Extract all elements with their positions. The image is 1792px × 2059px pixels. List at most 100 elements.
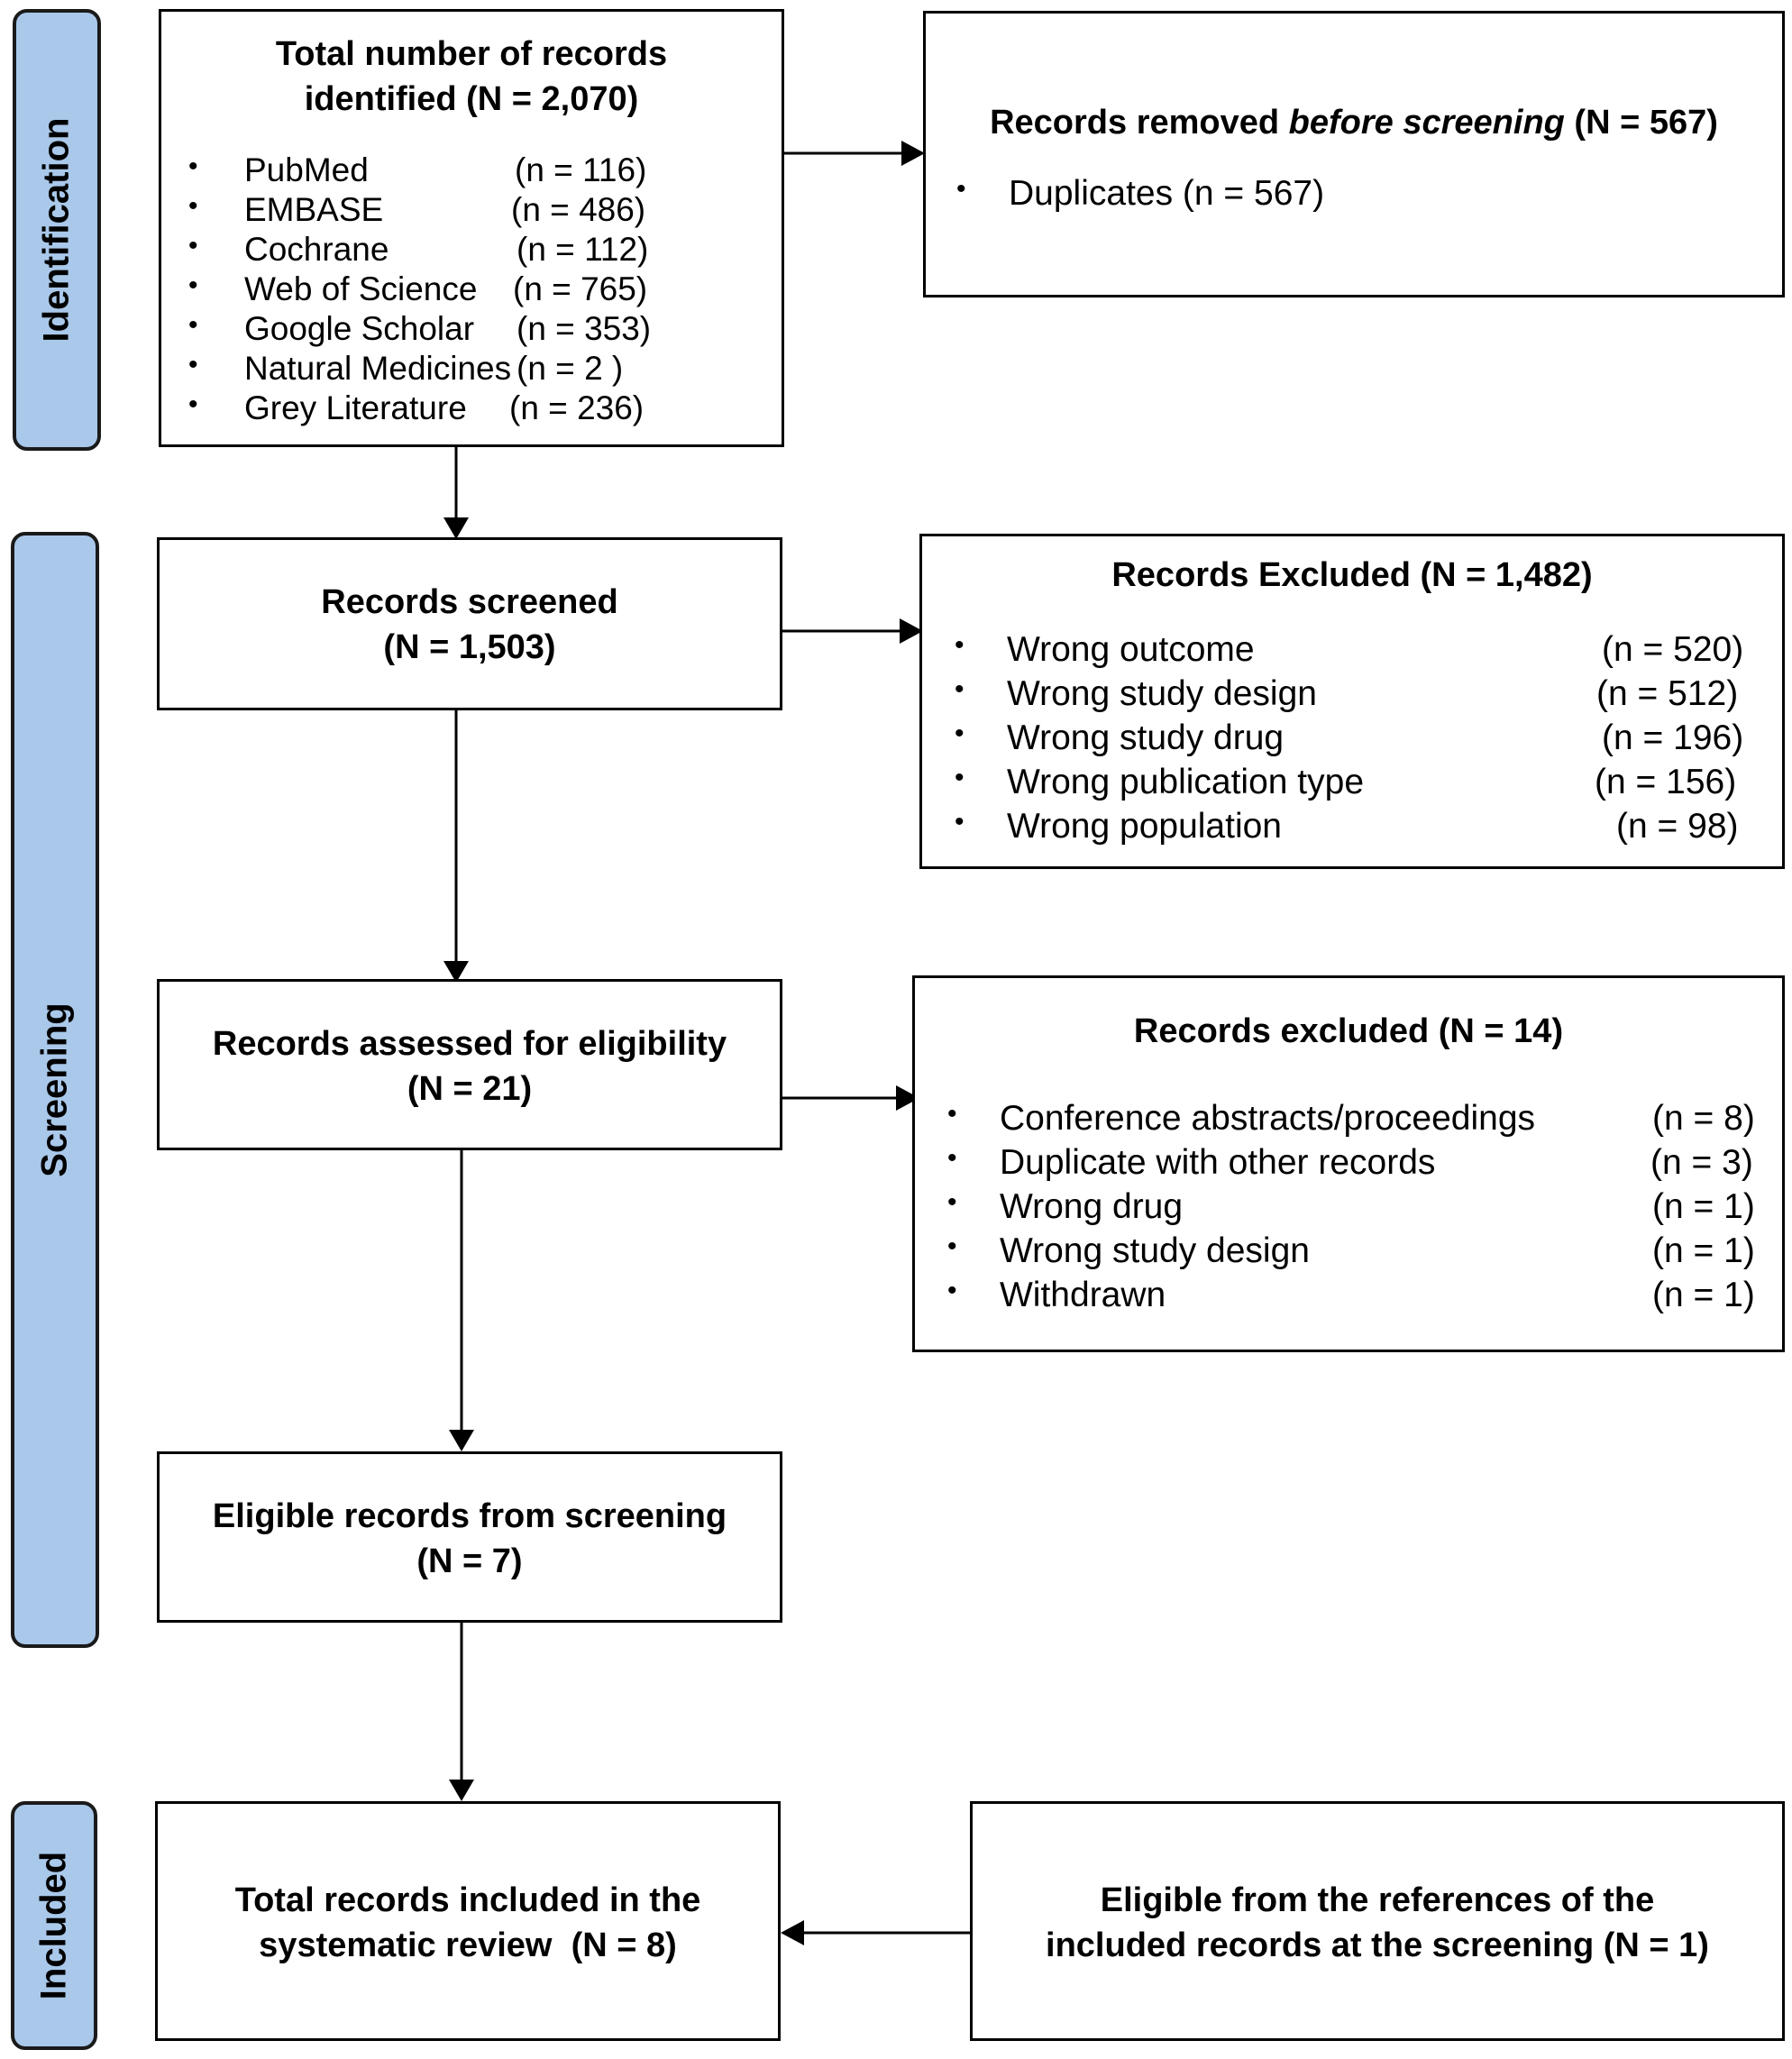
exclusion-count: (n = 98): [1616, 807, 1739, 846]
removed-box: Records removed before screening (N = 56…: [923, 11, 1785, 297]
screened-box: Records screened (N = 1,503): [157, 537, 782, 710]
eligible-title: Eligible records from screening (N = 7): [160, 1494, 780, 1584]
exclusion-reason: Wrong study drug: [1007, 718, 1285, 757]
phase-screening-label: Screening: [34, 1002, 75, 1177]
screened-title: Records screened (N = 1,503): [160, 580, 780, 670]
eligible-title-line1: Eligible records from screening: [212, 1497, 727, 1535]
identified-source-list: • PubMed (n = 116) • EMBASE (n = 486) • …: [188, 151, 765, 429]
arrowhead-excluded-screening: [900, 618, 923, 644]
bullet-icon: •: [188, 270, 198, 300]
exclusion-reason: Wrong study design: [1000, 1231, 1310, 1270]
list-item: • Grey Literature (n = 236): [188, 389, 765, 429]
assessed-title: Records assessed for eligibility (N = 21…: [160, 1021, 780, 1112]
list-item: • Google Scholar (n = 353): [188, 310, 765, 350]
bullet-icon: •: [955, 674, 965, 704]
exclusion-count: (n = 8): [1652, 1099, 1755, 1138]
included-title: Total records included in the systematic…: [158, 1878, 778, 1968]
excluded-screening-box: Records Excluded (N = 1,482) • Wrong out…: [919, 534, 1785, 869]
bullet-icon: •: [947, 1187, 957, 1217]
list-item: • Cochrane (n = 112): [188, 231, 765, 270]
bullet-icon: •: [956, 174, 966, 204]
phase-screening: Screening: [11, 532, 99, 1648]
arrowhead-included: [449, 1780, 474, 1801]
arrowhead-removed: [901, 141, 925, 166]
source-name: Web of Science: [244, 270, 478, 307]
source-count: (n = 353): [517, 310, 652, 347]
bullet-icon: •: [955, 630, 965, 660]
arrowhead-screened: [443, 517, 469, 539]
exclusion-reason: Wrong outcome: [1007, 630, 1255, 669]
bullet-icon: •: [188, 310, 198, 340]
excluded-eligibility-list: • Conference abstracts/proceedings (n = …: [947, 1099, 1777, 1320]
exclusion-count: (n = 196): [1602, 718, 1744, 757]
arrowhead-assessed: [443, 961, 469, 983]
list-item: • Duplicates (n = 567): [956, 174, 1750, 217]
bullet-icon: •: [947, 1276, 957, 1305]
references-title-line1: Eligible from the references of the: [1100, 1881, 1655, 1919]
arrowhead-excluded-eligibility: [896, 1085, 919, 1111]
source-count: (n = 116): [515, 151, 647, 188]
bullet-icon: •: [188, 191, 198, 221]
phase-included: Included: [11, 1801, 97, 2050]
list-item: • Wrong publication type (n = 156): [955, 763, 1766, 807]
screened-title-line2: (N = 1,503): [383, 628, 556, 666]
bullet-icon: •: [955, 763, 965, 792]
references-box: Eligible from the references of the incl…: [970, 1801, 1785, 2041]
bullet-icon: •: [955, 807, 965, 837]
list-item: • Wrong study drug (n = 196): [955, 718, 1766, 763]
arrowhead-from-references: [781, 1920, 804, 1945]
bullet-icon: •: [947, 1231, 957, 1261]
bullet-icon: •: [955, 718, 965, 748]
list-item: • Wrong outcome (n = 520): [955, 630, 1766, 674]
exclusion-count: (n = 1): [1652, 1187, 1755, 1226]
excluded-screening-title: Records Excluded (N = 1,482): [1111, 556, 1593, 594]
source-name: EMBASE: [244, 191, 384, 228]
phase-identification: Identification: [13, 9, 101, 451]
identified-title: Total number of records identified (N = …: [161, 32, 782, 122]
list-item: • Duplicate with other records (n = 3): [947, 1143, 1777, 1187]
list-item: • Natural Medicines (n = 2 ): [188, 350, 765, 389]
list-item: • Web of Science (n = 765): [188, 270, 765, 310]
exclusion-reason: Wrong study design: [1007, 674, 1317, 713]
eligible-box: Eligible records from screening (N = 7): [157, 1451, 782, 1623]
phase-identification-label: Identification: [36, 117, 77, 343]
exclusion-reason: Conference abstracts/proceedings: [1000, 1099, 1536, 1138]
phase-included-label: Included: [33, 1851, 74, 2000]
bullet-icon: •: [947, 1143, 957, 1173]
list-item: • Wrong study design (n = 512): [955, 674, 1766, 718]
bullet-icon: •: [188, 350, 198, 380]
list-item: • Wrong population (n = 98): [955, 807, 1766, 851]
list-item: • EMBASE (n = 486): [188, 191, 765, 231]
source-name: Natural Medicines: [244, 350, 512, 387]
excluded-eligibility-title: Records excluded (N = 14): [1133, 1012, 1564, 1050]
list-item: • Wrong study design (n = 1): [947, 1231, 1777, 1276]
assessed-box: Records assessed for eligibility (N = 21…: [157, 979, 782, 1150]
included-title-line1: Total records included in the: [234, 1881, 701, 1919]
exclusion-reason: Wrong drug: [1000, 1187, 1184, 1226]
source-count: (n = 2 ): [517, 350, 624, 387]
exclusion-count: (n = 512): [1596, 674, 1739, 713]
excluded-screening-list: • Wrong outcome (n = 520) • Wrong study …: [955, 630, 1766, 851]
bullet-icon: •: [188, 389, 198, 419]
source-count: (n = 765): [513, 270, 648, 307]
list-item: • PubMed (n = 116): [188, 151, 765, 191]
exclusion-count: (n = 1): [1652, 1231, 1755, 1270]
exclusion-reason: Wrong population: [1007, 807, 1282, 846]
identified-title-line2: identified (N = 2,070): [304, 80, 639, 118]
identified-title-line1: Total number of records: [275, 35, 668, 73]
screened-title-line1: Records screened: [321, 583, 618, 621]
excluded-eligibility-box: Records excluded (N = 14) • Conference a…: [912, 975, 1785, 1352]
list-item: • Wrong drug (n = 1): [947, 1187, 1777, 1231]
identified-box: Total number of records identified (N = …: [159, 9, 784, 447]
arrowhead-eligible: [449, 1430, 474, 1451]
assessed-title-line2: (N = 21): [407, 1070, 533, 1108]
source-count: (n = 236): [509, 389, 645, 426]
eligible-title-line2: (N = 7): [416, 1542, 523, 1580]
exclusion-reason: Withdrawn: [1000, 1276, 1166, 1314]
removed-title-suffix: (N = 567): [1564, 104, 1718, 142]
removed-item-label: Duplicates (n = 567): [1009, 174, 1325, 213]
source-name: Google Scholar: [244, 310, 475, 347]
exclusion-count: (n = 1): [1652, 1276, 1755, 1314]
